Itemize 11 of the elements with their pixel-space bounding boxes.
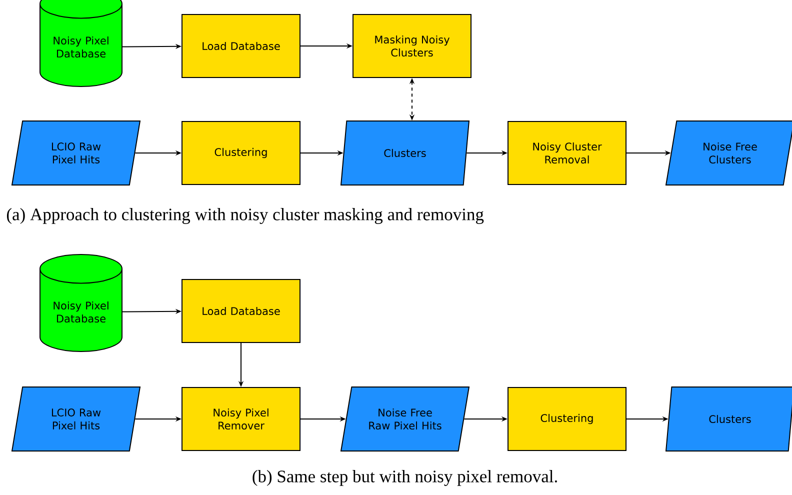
caption: (a) Approach to clustering with noisy cluster masking and removing xyxy=(6,208,484,224)
process-box: Load Database xyxy=(182,279,300,343)
database-cylinder: Noisy Pixel Database xyxy=(40,254,122,352)
caption: (b) Same step but with noisy pixel removal. xyxy=(252,470,557,486)
process-box: Masking Noisy Clusters xyxy=(352,14,472,78)
process-box: Noisy Cluster Removal xyxy=(508,121,626,185)
process-box: Load Database xyxy=(182,14,300,78)
process-box: Clustering xyxy=(182,121,300,185)
process-box: Clustering xyxy=(508,387,626,451)
process-box: Noisy Pixel Remover xyxy=(182,387,300,451)
database-cylinder: Noisy Pixel Database xyxy=(40,0,122,87)
